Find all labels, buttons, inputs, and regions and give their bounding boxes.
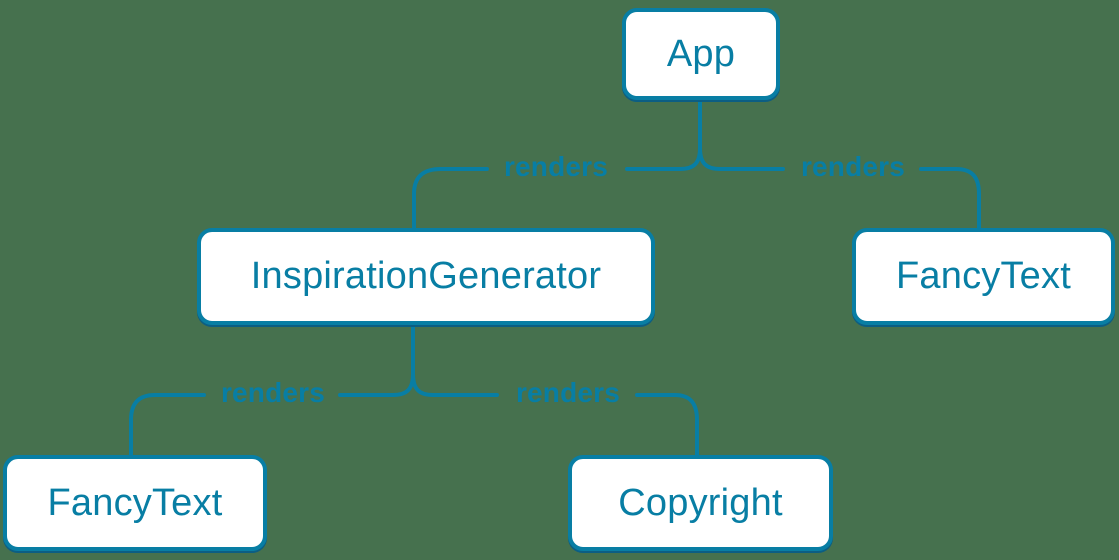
edge-inspiration-to-copyright-end — [635, 393, 699, 457]
edge-label-app-to-fancy-text: renders — [800, 151, 906, 182]
node-fancy-text-bottom-label: FancyText — [47, 481, 223, 524]
edge-label-app-to-inspiration-generator: renders — [503, 151, 609, 182]
node-copyright: Copyright — [568, 455, 833, 551]
edge-app-to-fancy-text-end — [919, 167, 981, 230]
node-fancy-text-bottom: FancyText — [3, 455, 267, 551]
node-fancy-text-top-label: FancyText — [896, 255, 1071, 297]
edge-inspiration-to-copyright-stem — [411, 323, 499, 397]
node-fancy-text-top: FancyText — [852, 228, 1115, 325]
edge-app-to-fancy-text-stem — [698, 98, 785, 171]
node-inspiration-generator-label: InspirationGenerator — [250, 255, 602, 297]
edge-inspiration-to-fancy-text-stem — [338, 323, 415, 397]
edge-app-to-inspiration-generator-end — [412, 167, 489, 230]
edge-label-inspiration-to-fancy-text: renders — [220, 377, 326, 408]
node-app-label: App — [666, 32, 736, 75]
node-copyright-label: Copyright — [618, 481, 783, 524]
edge-label-inspiration-to-copyright: renders — [515, 377, 621, 408]
node-app: App — [622, 8, 780, 100]
edge-inspiration-to-fancy-text-end — [129, 393, 206, 457]
node-inspiration-generator: InspirationGenerator — [197, 228, 655, 325]
edge-app-to-inspiration-generator-stem — [625, 98, 702, 171]
